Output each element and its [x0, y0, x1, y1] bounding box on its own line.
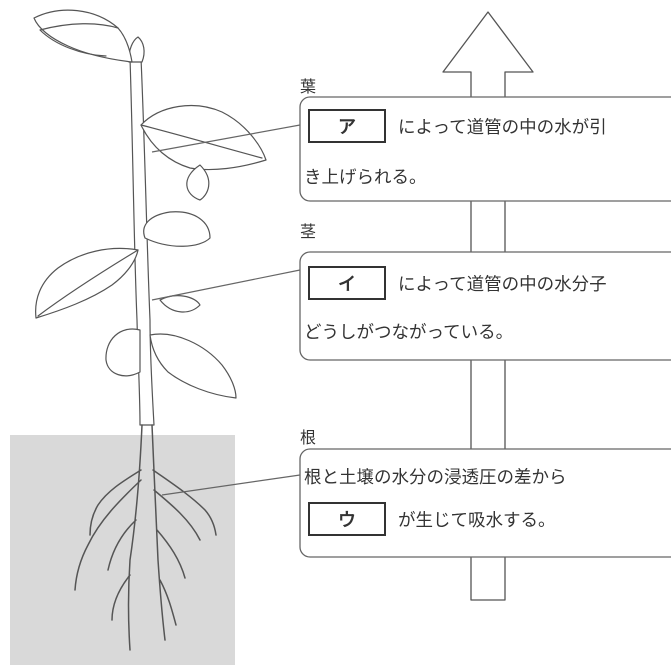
plant-illustration	[33, 9, 267, 651]
blank-box-i	[308, 266, 386, 300]
upper-leaf-back	[186, 164, 210, 201]
blank-key-i: イ	[338, 274, 356, 295]
stem	[129, 57, 155, 426]
callout-root	[299, 448, 671, 558]
low-leaf-right	[149, 333, 237, 399]
mid-leaf-right	[143, 211, 211, 247]
soil-area	[10, 435, 235, 665]
root-text-line2: が生じて吸水する。	[398, 511, 556, 531]
leaf-text-line1: によって道管の中の水が引	[398, 118, 607, 138]
blank-key-a: ア	[338, 117, 356, 138]
upper-leaf	[140, 105, 267, 171]
blank-box-u	[308, 502, 386, 536]
blank-key-u: ウ	[338, 510, 356, 531]
callout-stem	[299, 251, 671, 361]
stem-text-line1: によって道管の中の水分子	[398, 275, 607, 295]
callout-leaf	[299, 96, 671, 202]
pointer-lines	[151, 124, 301, 496]
blank-box-a	[308, 109, 386, 143]
top-leaf	[33, 9, 133, 63]
organ-label-leaf: 葉	[300, 77, 316, 96]
roots	[74, 424, 217, 651]
low-leaf-left	[105, 328, 141, 377]
stem-text-line2: どうしがつながっている。	[304, 323, 513, 343]
organ-label-stem: 茎	[300, 222, 316, 241]
root-text-line1: 根と土壌の水分の浸透圧の差から	[304, 468, 567, 488]
leaf-text-line2: き上げられる。	[304, 168, 427, 188]
low-leaf-back	[159, 295, 201, 313]
organ-label-root: 根	[300, 428, 316, 447]
